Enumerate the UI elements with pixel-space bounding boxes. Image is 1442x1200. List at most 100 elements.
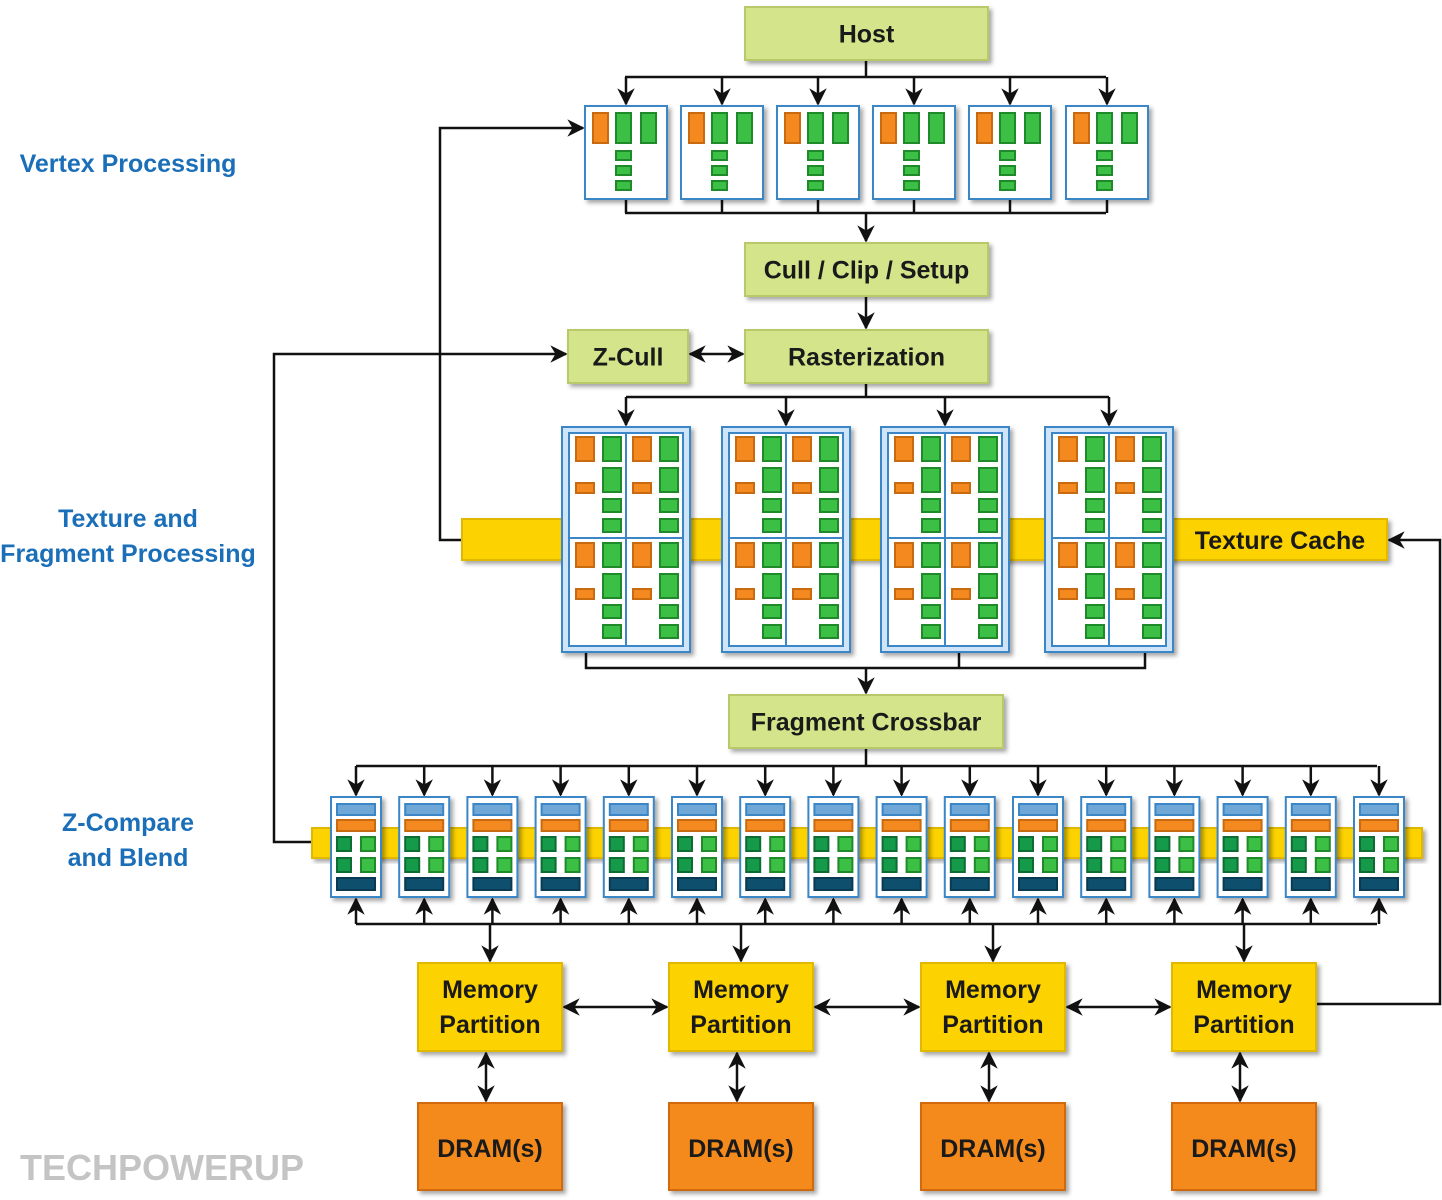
green-unit [762,467,782,493]
orange-small-unit [894,588,914,600]
dram-block [1171,1102,1317,1191]
green-small-unit [711,150,728,161]
memory-partition-block [1171,962,1317,1052]
green-unit [978,467,998,493]
dram-label: DRAM(s) [437,1135,543,1163]
rop-blue-unit [881,803,922,816]
rop-unit [534,796,587,898]
z-cull-block-label: Z-Cull [593,344,664,372]
orange-unit [894,436,914,462]
memory-partition-block [417,962,563,1052]
green-small-unit [1142,498,1162,513]
connector-line [584,652,1147,670]
rop-darkgreen-unit [745,857,762,873]
green-unit [921,436,941,462]
rop-navy-unit [881,877,922,891]
z-cull-block [567,329,689,384]
green-unit [1085,436,1105,462]
cull-clip-setup-block [744,242,989,297]
rop-unit [466,796,519,898]
memory-to-texture-cache-feedback [1316,531,1442,1006]
orange-unit [792,436,812,462]
green-small-unit [978,624,998,639]
green-unit [736,112,753,144]
blocks [311,6,1423,1191]
texture-cache-label: Texture Cache [1195,527,1366,555]
rop-darkgreen-unit [336,857,352,873]
green-small-unit [921,604,941,619]
green-small-unit [999,150,1016,161]
green-small-unit [819,518,839,533]
rop-darkgreen-unit [1086,857,1103,873]
rop-blue-unit [1018,803,1058,816]
vertex-processor-unit [776,105,860,200]
green-unit [640,112,657,144]
label-texture-line2: Fragment Processing [0,540,256,568]
rop-green-unit [428,857,445,873]
texture-to-vertex-feedback [438,119,585,542]
rop-navy-unit [472,877,513,891]
green-unit [659,467,679,493]
rop-blue-unit [1290,803,1331,816]
green-small-unit [615,165,632,176]
rop-darkgreen-unit [949,836,966,852]
rop-navy-unit [336,877,376,891]
green-small-unit [711,180,728,191]
orange-unit [688,112,705,144]
dram-label: DRAM(s) [940,1135,1046,1163]
rop-green-unit [360,836,376,852]
green-unit [1142,467,1162,493]
vertex-processor-unit [584,105,668,200]
rop-green-unit [973,857,990,873]
orange-unit [575,436,595,462]
rop-orange-unit [949,819,990,832]
rop-green-unit [496,836,513,852]
watermark-logo: TECHPOWERUP [20,1147,304,1188]
green-small-unit [762,498,782,513]
green-small-unit [903,180,920,191]
green-small-unit [978,518,998,533]
rop-orange-unit [745,819,786,832]
green-small-unit [807,165,824,176]
green-unit [1085,542,1105,568]
green-small-unit [903,165,920,176]
rop-green-unit [1246,857,1263,873]
memory-partition-label-line1: Memory [945,976,1041,1004]
rop-navy-unit [949,877,990,891]
orange-small-unit [735,482,755,494]
rop-darkgreen-unit [1222,836,1239,852]
rop-blue-unit [813,803,854,816]
green-unit [1142,542,1162,568]
rop-blue-unit [1086,803,1127,816]
dram-block [920,1102,1066,1191]
rop-blue-unit [745,803,786,816]
green-small-unit [819,498,839,513]
rop-darkgreen-unit [1359,836,1375,852]
green-unit [1096,112,1113,144]
green-unit [659,436,679,462]
rop-darkgreen-unit [608,836,625,852]
rop-darkgreen-unit [1359,857,1375,873]
rop-orange-unit [813,819,854,832]
green-unit [921,467,941,493]
rop-orange-unit [1222,819,1263,832]
label-zcompare-line1: Z-Compare [62,809,194,837]
green-unit [978,573,998,599]
green-unit [711,112,728,144]
rop-green-unit [1314,857,1331,873]
host-block [744,6,989,61]
rop-unit [807,796,860,898]
rop-darkgreen-unit [1222,857,1239,873]
rop-unit [875,796,928,898]
rop-orange-unit [472,819,513,832]
rop-navy-unit [1290,877,1331,891]
green-small-unit [999,180,1016,191]
green-small-unit [1096,180,1113,191]
rop-navy-unit [1086,877,1127,891]
rop-navy-unit [813,877,854,891]
rop-green-unit [1110,836,1127,852]
cull-clip-setup-block-label: Cull / Clip / Setup [764,257,970,285]
rop-green-unit [564,836,581,852]
orange-small-unit [1115,482,1135,494]
